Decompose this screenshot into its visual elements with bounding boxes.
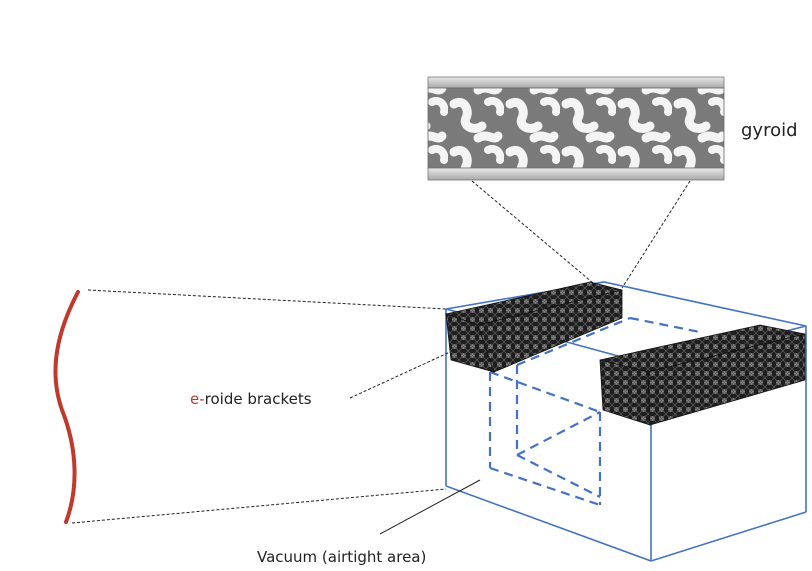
box-bottom-front-edge	[445, 485, 652, 562]
connector-bottom	[71, 488, 447, 524]
gyroid-bottom-plate	[427, 167, 725, 181]
zoom-line-right	[621, 180, 691, 289]
vacuum-leader	[379, 479, 481, 535]
box-bottom-right-edge	[650, 511, 807, 562]
connector-top	[87, 289, 447, 310]
gyroid-lattice	[427, 87, 725, 169]
vacuum-cavity	[488, 316, 701, 507]
bracket-label: e-roide brackets	[190, 390, 312, 408]
bracket-right	[599, 324, 806, 426]
gyroid-label: gyroid	[741, 120, 798, 141]
gyroid-top-plate	[427, 76, 725, 89]
bracket-leader	[349, 351, 451, 399]
red-curve	[53, 290, 80, 524]
zoom-line-left	[471, 180, 594, 284]
vacuum-label: Vacuum (airtight area)	[257, 548, 426, 566]
bracket-right-side	[647, 333, 806, 426]
bracket-label-prefix: e-	[190, 390, 205, 408]
gyroid-inset	[427, 76, 725, 181]
bracket-label-rest: roide brackets	[205, 390, 312, 408]
bracket-left	[444, 281, 623, 373]
bracket-left-side	[477, 289, 623, 373]
